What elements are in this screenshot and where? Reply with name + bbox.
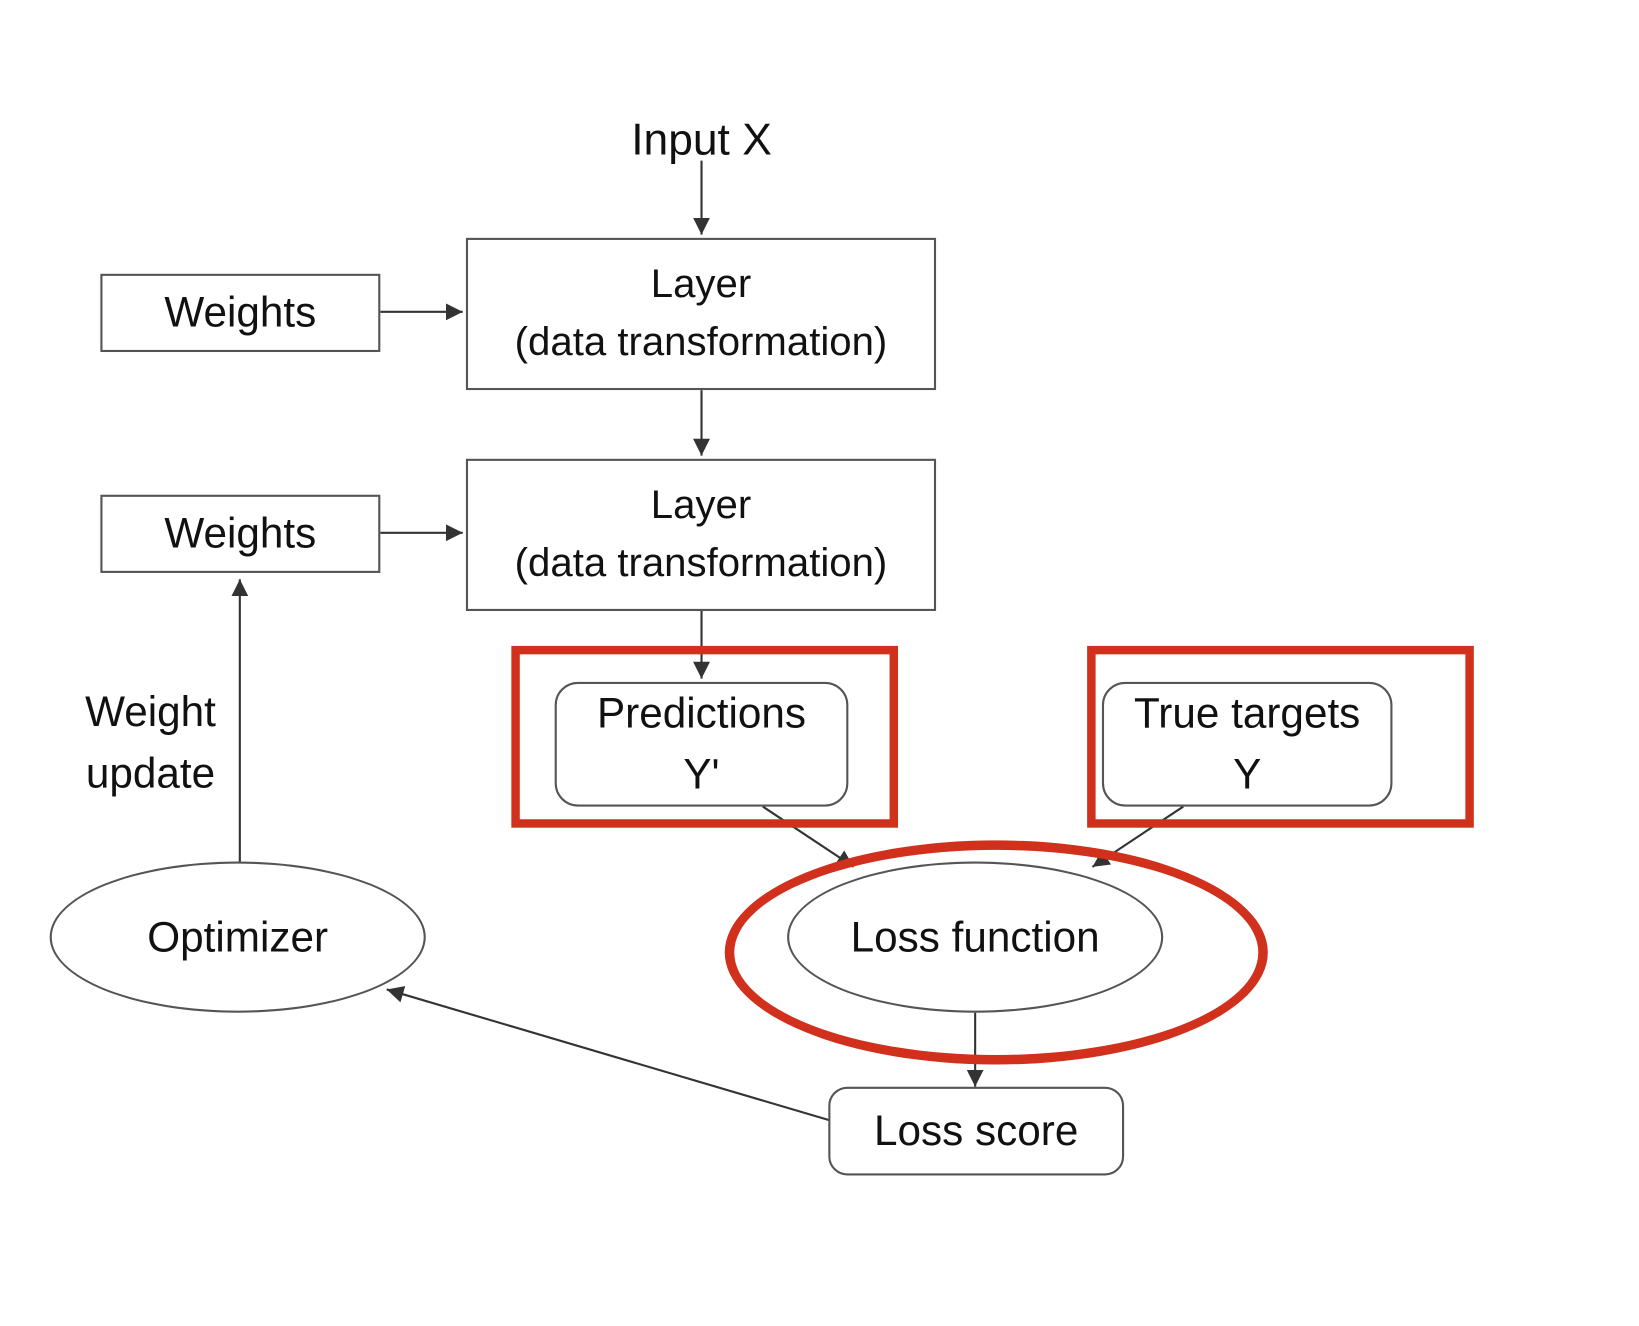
weight-update-line2: update — [85, 750, 216, 798]
weight-update-label: Weight update — [63, 682, 237, 805]
connector-arrows — [231, 160, 1184, 1122]
loss-score-box: Loss score — [828, 1086, 1125, 1176]
loss-score-label: Loss score — [874, 1107, 1079, 1155]
arrow-loss-score-to-optimizer — [386, 986, 831, 1122]
layer-subtitle: (data transformation) — [514, 541, 888, 586]
weights-box-1: Weights — [100, 273, 381, 353]
predictions-box: Predictions Y' — [554, 681, 849, 807]
input-label: Input X — [631, 114, 772, 164]
arrow-true-targets-to-loss-function — [1091, 805, 1184, 868]
loss-function-node: Loss function — [787, 861, 1164, 1013]
layer-title: Layer — [650, 262, 752, 307]
weights-box-2: Weights — [100, 494, 381, 573]
weights-label: Weights — [164, 289, 317, 337]
weight-update-line1: Weight — [85, 689, 216, 736]
optimizer-label: Optimizer — [147, 913, 329, 961]
layer-title: Layer — [650, 482, 752, 528]
optimizer-node: Optimizer — [49, 861, 426, 1013]
layer-box-2: Layer (data transformation) — [465, 458, 937, 612]
predictions-label: Predictions — [596, 690, 807, 737]
predictions-symbol: Y' — [683, 751, 720, 799]
true-targets-symbol: Y — [1233, 751, 1262, 799]
layer-subtitle: (data transformation) — [514, 320, 888, 365]
loss-function-label: Loss function — [850, 913, 1100, 961]
true-targets-label: True targets — [1134, 690, 1361, 737]
arrow-predictions-to-loss-function — [762, 805, 855, 868]
layer-box-1: Layer (data transformation) — [465, 237, 937, 391]
weights-label: Weights — [164, 510, 317, 558]
true-targets-box: True targets Y — [1101, 681, 1393, 807]
